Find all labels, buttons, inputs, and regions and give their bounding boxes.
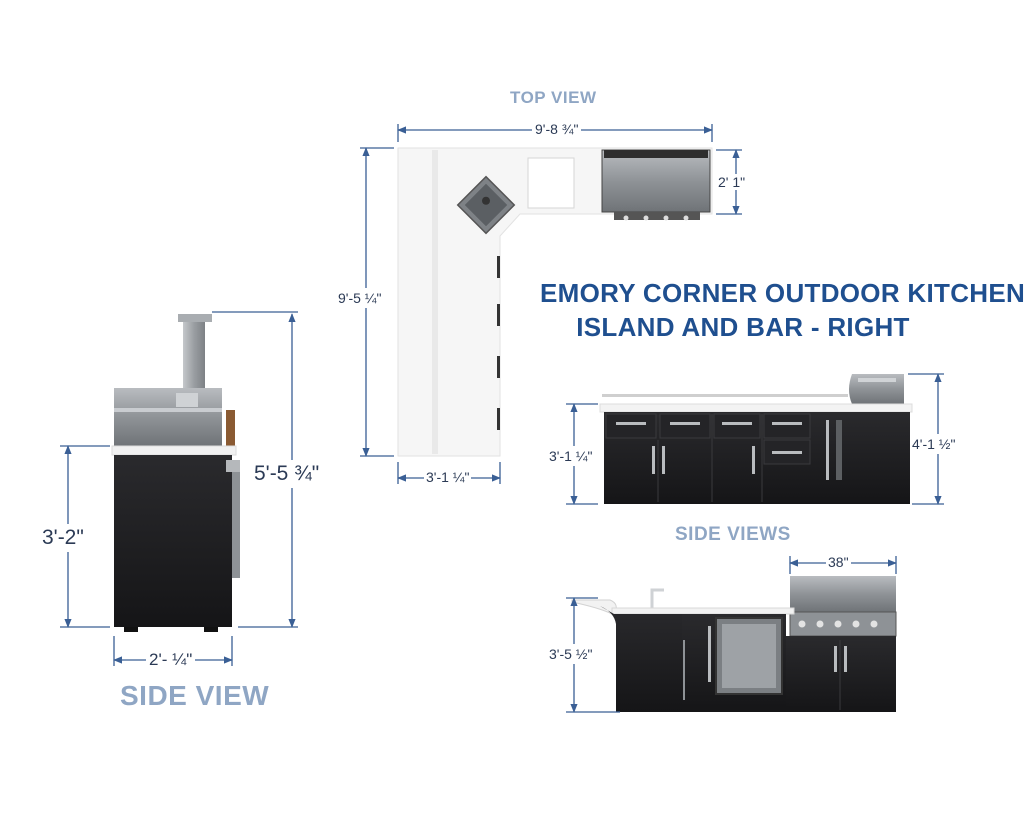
top-view-label: TOP VIEW <box>510 88 597 107</box>
counter-depth-dimension: 3'-1 ¼" <box>424 469 472 485</box>
bar-height-dimension: 3'-5 ½" <box>549 644 593 664</box>
total-height-dimension: 5'-5 ¾" <box>254 460 320 488</box>
top-width-dimension: 9'-8 ¾" <box>532 121 582 137</box>
top-view-plan <box>397 147 713 457</box>
front-cabinet-height-dimension: 3'-1 ¼" <box>549 446 593 466</box>
grill-width-dimension: 38" <box>826 554 851 570</box>
back-elevation-drawing <box>571 576 897 712</box>
product-title-line-2: ISLAND AND BAR - RIGHT <box>576 312 910 342</box>
side-views-label: SIDE VIEWS <box>675 524 791 545</box>
grill-depth-dimension: 2' 1" <box>718 174 746 190</box>
front-grill-height-dimension: 4'-1 ½" <box>912 434 956 454</box>
front-elevation-drawing <box>599 374 913 504</box>
top-depth-dimension: 9'-5 ¼" <box>338 288 382 308</box>
side-view-label: SIDE VIEW <box>120 680 270 711</box>
side-view-drawing <box>111 314 240 632</box>
cabinet-height-dimension: 3'-2" <box>42 524 84 552</box>
side-width-dimension: 2'- ¼" <box>146 650 196 670</box>
product-title-line-1: EMORY CORNER OUTDOOR KITCHEN <box>540 278 1024 308</box>
